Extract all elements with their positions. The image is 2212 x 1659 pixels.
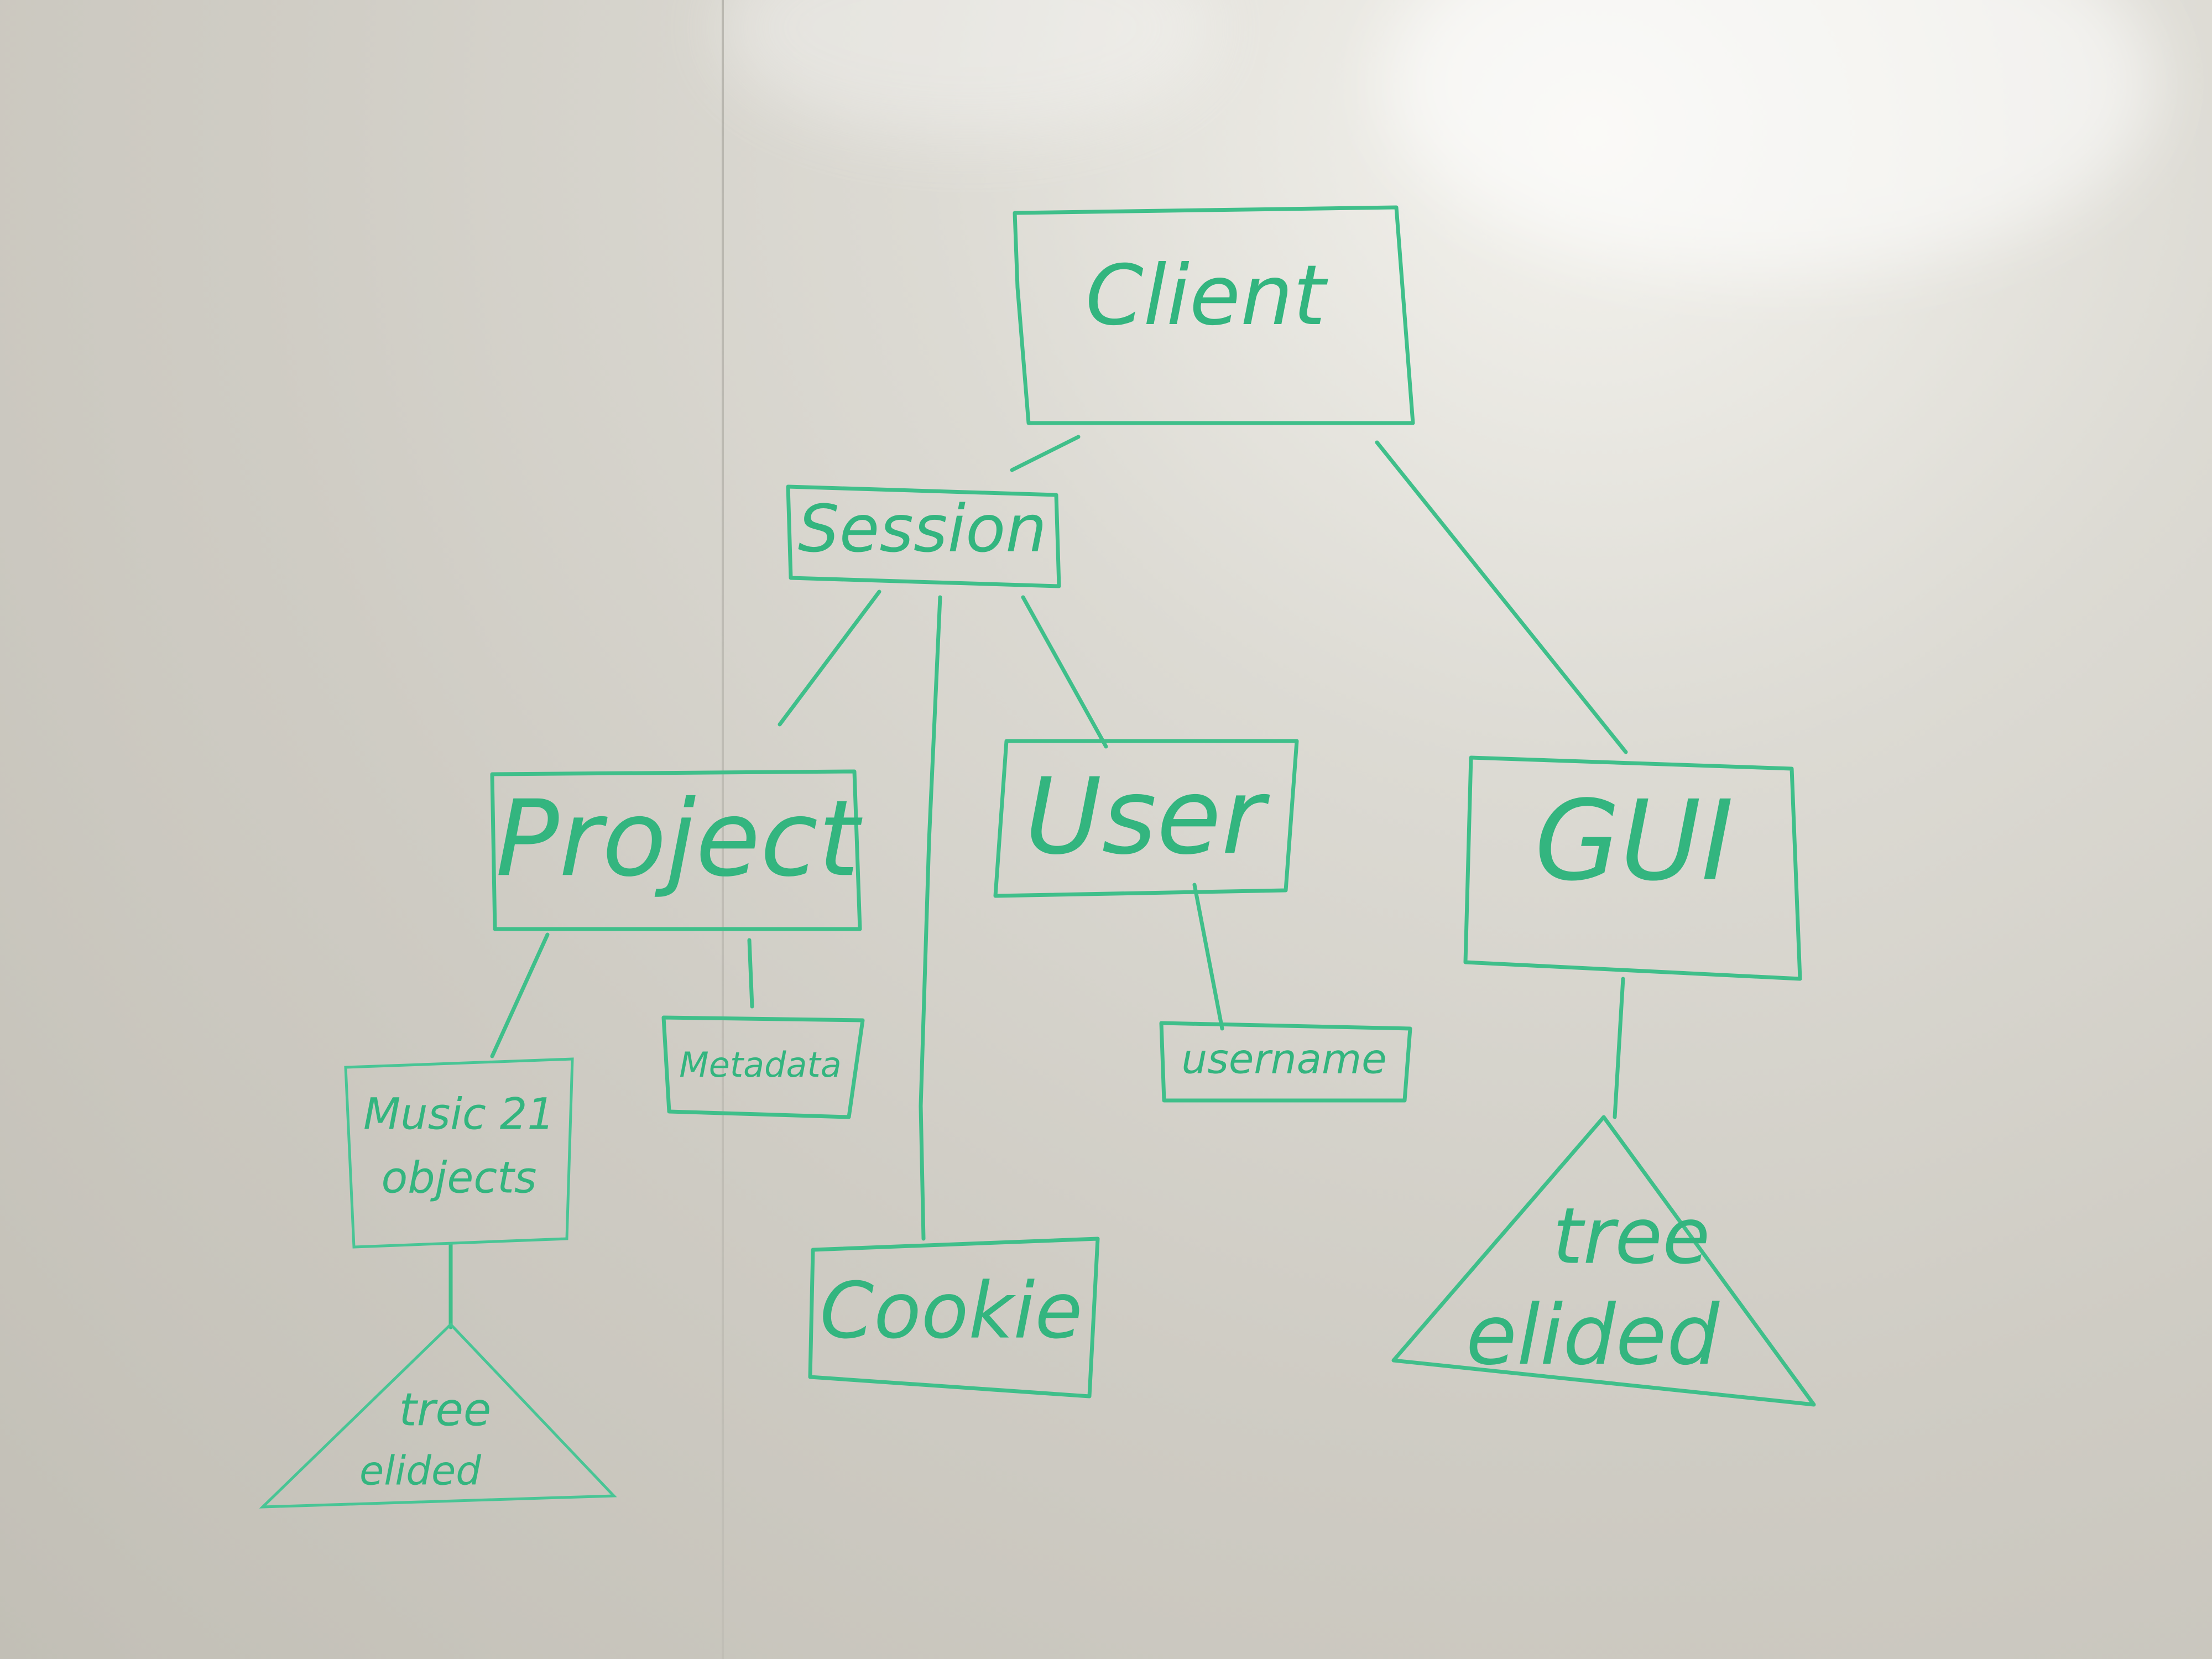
node-music21-label-line2: objects (382, 1153, 537, 1203)
node-session-box (786, 484, 1061, 588)
node-tree-small-triangle (259, 1322, 617, 1509)
node-tree-large-triangle (1391, 1115, 1816, 1407)
node-session-label: Session (798, 491, 1047, 567)
edge-user-username (1192, 883, 1224, 1031)
node-user-label: User (1025, 755, 1270, 878)
node-music21-label-line1: Music 21 (363, 1089, 555, 1139)
connectors (448, 435, 1628, 1329)
node-user: User (993, 739, 1299, 898)
node-client: Client (1013, 205, 1415, 425)
node-metadata: Metadata (661, 1015, 865, 1119)
node-cookie: Cookie (808, 1237, 1100, 1399)
node-username-label: username (1181, 1036, 1386, 1083)
edge-session-user (1021, 595, 1108, 749)
node-gui: GUI (1463, 755, 1802, 981)
edge-client-session (1010, 435, 1081, 472)
node-client-box (1013, 205, 1415, 425)
edge-project-music21 (490, 932, 550, 1058)
edge-client-gui (1375, 440, 1628, 754)
node-tree-large: tree elided (1391, 1115, 1816, 1407)
node-cookie-label: Cookie (820, 1266, 1082, 1357)
node-metadata-label: Metadata (679, 1045, 842, 1085)
node-metadata-box (661, 1015, 865, 1119)
node-user-box (993, 739, 1299, 898)
node-project-box (490, 769, 862, 931)
node-session: Session (786, 484, 1061, 588)
node-project: Project (490, 769, 863, 931)
node-tree-large-label-line1: tree (1553, 1192, 1710, 1282)
edge-session-cookie (919, 595, 942, 1241)
edge-gui-tree (1613, 977, 1625, 1119)
node-tree-small-label-line1: tree (399, 1384, 492, 1436)
node-project-label: Project (495, 778, 863, 900)
node-username-box (1159, 1021, 1412, 1103)
node-gui-label: GUI (1535, 777, 1734, 906)
edge-session-project (778, 589, 881, 727)
node-music21: Music 21 objects (344, 1057, 574, 1249)
node-tree-large-label-line2: elided (1466, 1287, 1720, 1384)
edge-project-metadata (747, 938, 754, 1009)
node-username: username (1159, 1021, 1412, 1103)
whiteboard-panel-seam (722, 0, 724, 1659)
node-cookie-box (808, 1237, 1100, 1399)
node-tree-small-label-line2: elided (359, 1448, 482, 1494)
node-tree-small: tree elided (259, 1322, 617, 1509)
node-music21-box (344, 1057, 574, 1249)
node-gui-box (1463, 755, 1802, 981)
node-client-label: Client (1086, 248, 1328, 344)
